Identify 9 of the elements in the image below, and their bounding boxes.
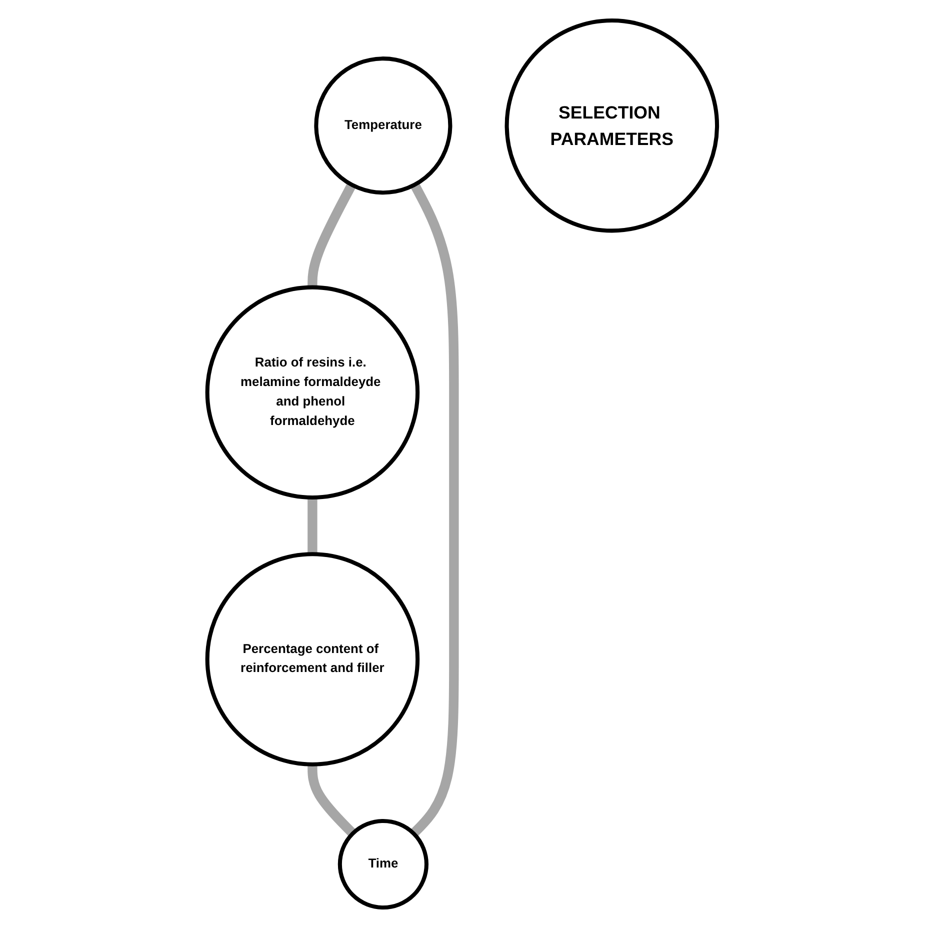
node-circle: Ratio of resins i.e. melamine formaldeyde and phenol formaldehyde (206, 285, 420, 500)
connector (308, 497, 318, 554)
node-circle: SELECTION PARAMETERS (505, 18, 720, 233)
connector (410, 182, 460, 837)
node-circle: Temperature (314, 56, 453, 195)
node-circle: Time (338, 818, 429, 910)
connector (308, 182, 356, 288)
node-circle: Percentage content of reinforcement and filler (206, 552, 420, 766)
connector (308, 764, 357, 837)
